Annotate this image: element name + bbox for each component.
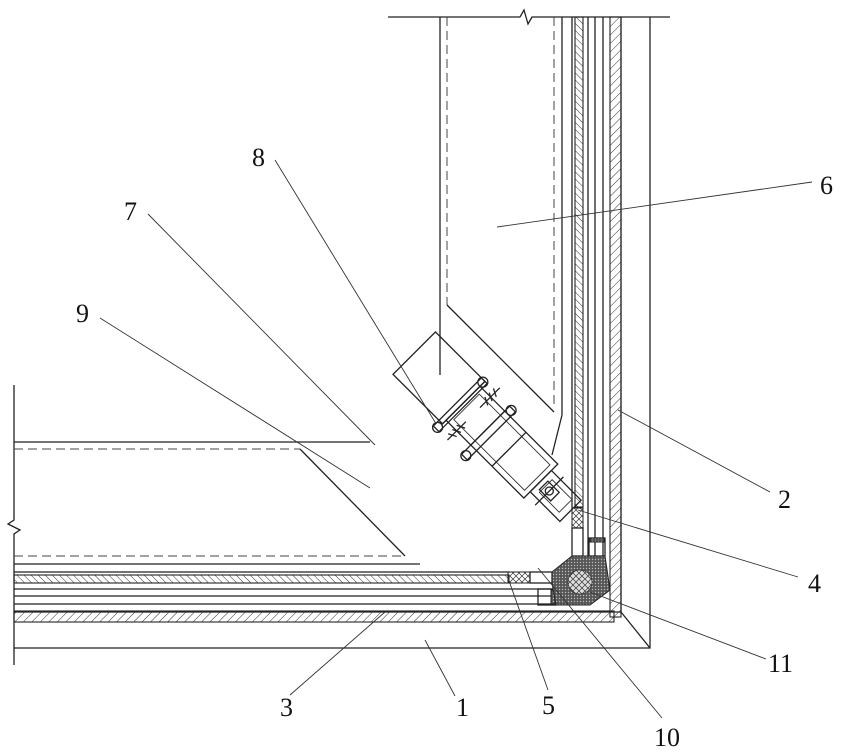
label-3: 3	[280, 693, 293, 722]
seal-block-horizontal	[507, 571, 531, 584]
horizontal-glazing-unit	[13, 571, 615, 623]
label-9: 9	[76, 299, 89, 328]
label-5: 5	[542, 691, 555, 720]
label-4: 4	[808, 569, 821, 598]
label-10: 10	[654, 723, 680, 752]
label-11: 11	[768, 649, 793, 678]
label-8: 8	[252, 143, 265, 172]
leader-lines	[99, 159, 813, 719]
corner-sealant	[551, 555, 611, 606]
vertical-glazing-unit	[571, 16, 622, 618]
diagonal-mullion-frame	[392, 330, 583, 523]
inner-insulation-horizontal	[14, 441, 420, 565]
callout-labels: 8 7 9 6 2 4 11 3 1 5 10	[76, 143, 833, 752]
inner-insulation-vertical	[439, 17, 563, 415]
label-2: 2	[778, 485, 791, 514]
diagonal-infill-edges	[299, 304, 563, 557]
label-7: 7	[124, 197, 137, 226]
label-6: 6	[820, 171, 833, 200]
label-1: 1	[456, 693, 469, 722]
